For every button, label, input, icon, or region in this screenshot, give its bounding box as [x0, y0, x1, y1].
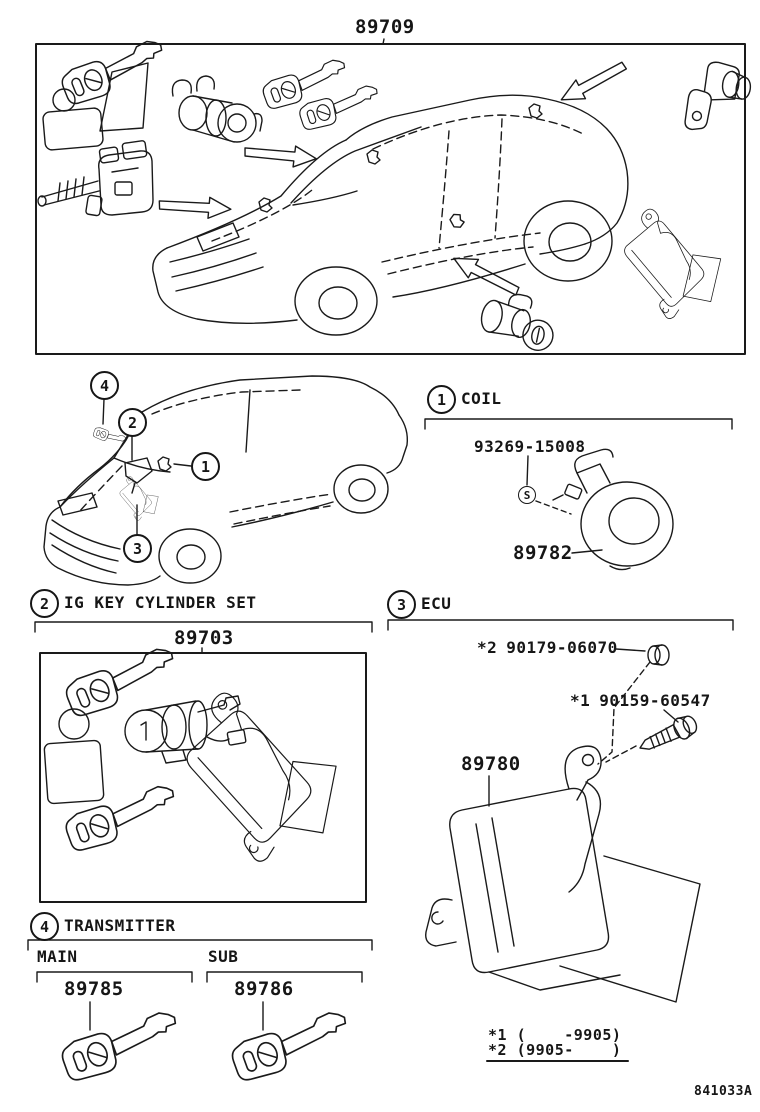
master-key-with-tag	[42, 34, 171, 151]
diagram-code: 841033A	[694, 1084, 753, 1099]
transmitter-callout: 4	[30, 912, 59, 941]
car-callout-4: 4	[90, 371, 119, 400]
transmitter-key-sub	[227, 1005, 355, 1086]
ig-set-part-number: 89703	[174, 627, 234, 649]
footnote-line-1: *1 ( -9905)	[488, 1026, 622, 1044]
transmitter-title: TRANSMITTER	[64, 916, 176, 935]
ecu-bolt-part: *1 90159-60547	[570, 691, 711, 710]
ecu-illustration-large	[425, 745, 701, 1003]
screw-symbol: S	[518, 486, 536, 504]
door-lock-cylinder	[480, 293, 554, 351]
car-callout-3: 3	[123, 534, 152, 563]
coil-title: COIL	[461, 389, 502, 408]
nut-illustration	[647, 644, 670, 666]
footnote-line-2: *2 (9905- )	[488, 1041, 622, 1059]
mount-clips	[258, 103, 543, 230]
spare-keys	[259, 54, 384, 134]
ecu-nut-ref: *2	[477, 638, 498, 657]
callout-target-parts	[92, 426, 172, 526]
ig-callout: 2	[30, 589, 59, 618]
key-number-plate	[99, 62, 149, 132]
ignition-switch-assembly	[37, 140, 154, 217]
coil-part-number: 89782	[513, 542, 573, 564]
top-assembly-box	[35, 38, 746, 355]
bolt-illustration	[634, 711, 701, 759]
ignition-lock-cylinder-top	[171, 75, 263, 143]
callout-leader-lines	[102, 398, 192, 535]
ecu-title: ECU	[421, 594, 452, 613]
ig-title: IG KEY CYLINDER SET	[64, 593, 257, 612]
car-callout-1: 1	[191, 452, 220, 481]
ecu-bolt-part-number: 90159-60547	[599, 691, 711, 710]
sub-part-number: 89786	[234, 978, 294, 1000]
ecu-nut-part: *2 90179-06070	[477, 638, 618, 657]
ig-key-cylinder-set-illustration	[43, 641, 364, 879]
car-illustration-top	[152, 94, 629, 336]
car-illustration-callouts	[43, 375, 409, 586]
main-part-number: 89785	[64, 978, 124, 1000]
main-label: MAIN	[37, 947, 78, 966]
back-door-lock-cylinder	[684, 61, 752, 131]
coil-screw-part-number: 93269-15008	[474, 437, 586, 456]
ecu-bolt-ref: *1	[570, 691, 591, 710]
sub-label: SUB	[208, 947, 239, 966]
theft-ecu-top	[605, 193, 739, 331]
ig-section-lines	[34, 621, 373, 903]
install-arrows	[157, 56, 631, 303]
ecu-part-number: 89780	[461, 753, 521, 775]
ecu-nut-part-number: 90179-06070	[506, 638, 618, 657]
top-set-part-number: 89709	[355, 16, 415, 38]
transmitter-key-main	[57, 1005, 185, 1086]
coil-callout: 1	[427, 385, 456, 414]
car-callout-2: 2	[118, 408, 147, 437]
ecu-callout: 3	[387, 590, 416, 619]
